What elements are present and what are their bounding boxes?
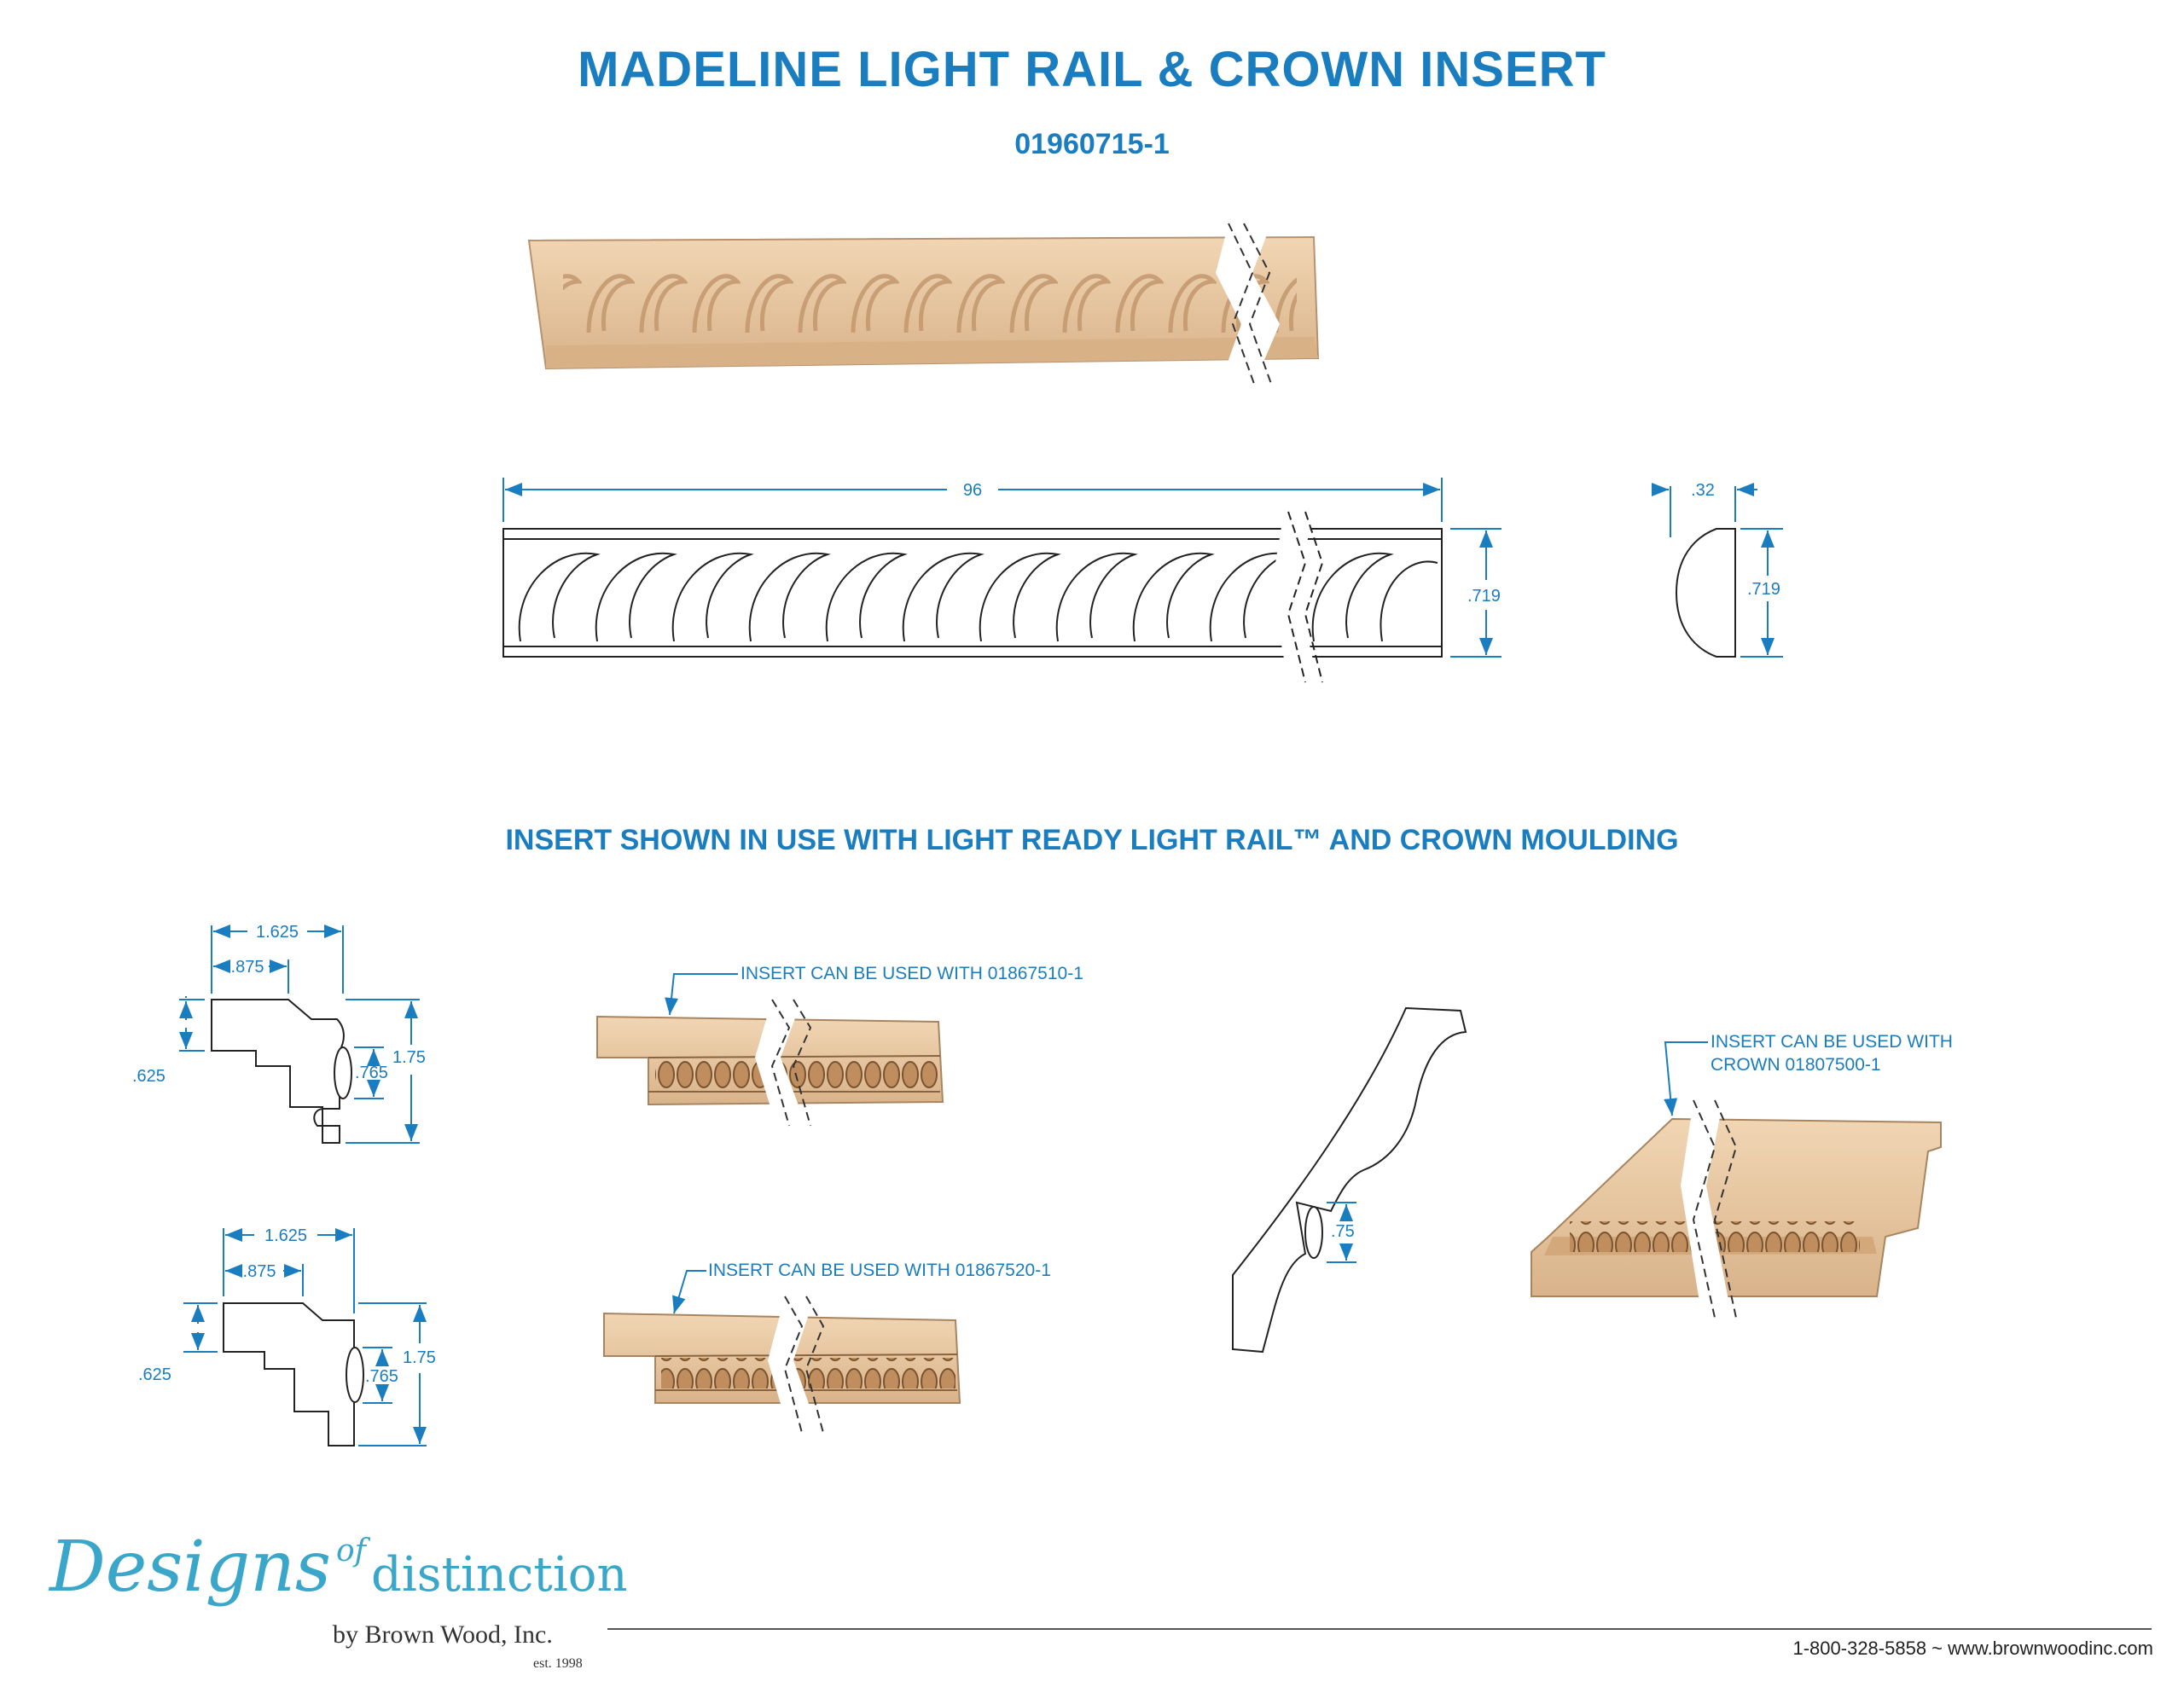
moulding-photo — [527, 223, 1320, 385]
profile-b-insert-height: .765 — [365, 1367, 398, 1386]
profile-a-insert-height: .765 — [355, 1064, 388, 1082]
brand-word-text: distinction — [370, 1547, 628, 1603]
rail-b-callout: INSERT CAN BE USED WITH 01867520-1 — [708, 1261, 1051, 1280]
height-dim: .719 — [1467, 587, 1501, 606]
profile-a-total-height: 1.75 — [392, 1048, 426, 1067]
light-rail-photo-a: INSERT CAN BE USED WITH 01867510-1 — [596, 964, 1083, 1127]
footer-divider — [607, 1628, 2152, 1630]
crown-callout-line1: INSERT CAN BE USED WITH — [1711, 1032, 1953, 1052]
rail-a-callout: INSERT CAN BE USED WITH 01867510-1 — [741, 964, 1083, 983]
brand-est: est. 1998 — [533, 1656, 583, 1671]
brand-byline: by Brown Wood, Inc. — [333, 1620, 553, 1649]
profile-b-width-inner: .875 — [243, 1262, 276, 1281]
side-height-dim: .719 — [1747, 580, 1780, 599]
profile-b-total-height: 1.75 — [403, 1348, 436, 1367]
light-rail-profile-b: 1.625 .875 .625 .765 1.75 — [138, 1226, 436, 1446]
profile-b-width-total: 1.625 — [264, 1226, 307, 1245]
front-elevation: 96 .719 — [502, 478, 1502, 683]
light-rail-photo-b: INSERT CAN BE USED WITH 01867520-1 — [603, 1261, 1051, 1434]
profile-a-width-total: 1.625 — [256, 923, 299, 942]
depth-dim: .32 — [1691, 481, 1715, 500]
crown-photo: INSERT CAN BE USED WITH CROWN 01807500-1 — [1531, 1032, 1953, 1319]
page-title: MADELINE LIGHT RAIL & CROWN INSERT — [578, 42, 1606, 97]
profile-b-left-drop: .625 — [138, 1365, 171, 1384]
profile-a-width-inner: .875 — [231, 958, 264, 977]
crown-callout-line2: CROWN 01807500-1 — [1711, 1055, 1881, 1075]
light-rail-profile-a: 1.625 .875 .625 .765 1.75 — [132, 923, 426, 1144]
crown-profile: .75 — [1232, 1006, 1467, 1354]
side-profile: .32 .719 — [1652, 481, 1783, 658]
brand-script-text: Designs — [49, 1527, 331, 1608]
usage-heading: INSERT SHOWN IN USE WITH LIGHT READY LIG… — [505, 824, 1679, 856]
part-number: 01960715-1 — [1014, 128, 1170, 160]
brand-of-text: of — [335, 1533, 366, 1568]
crown-insert-height: .75 — [1331, 1222, 1355, 1241]
contact-info: 1-800-328-5858 ~ www.brownwoodinc.com — [1792, 1638, 2153, 1659]
length-dim: 96 — [963, 481, 982, 500]
profile-a-left-drop: .625 — [132, 1067, 166, 1086]
